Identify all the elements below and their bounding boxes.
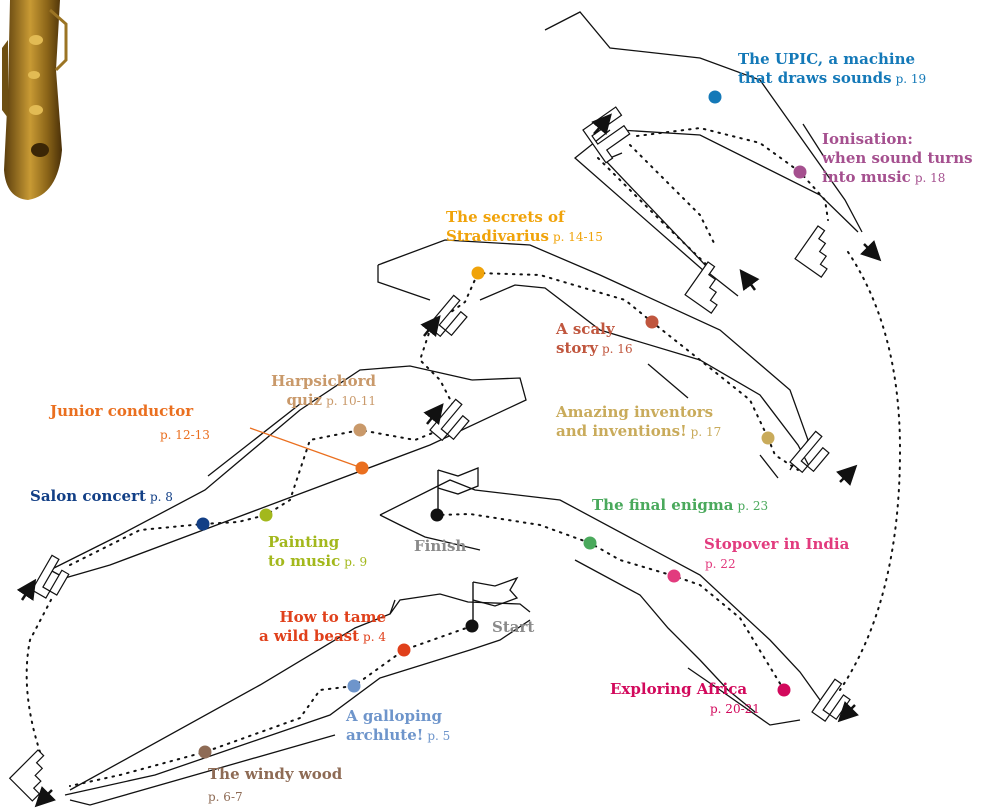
marker-painting [259, 508, 273, 522]
marker-junior [355, 461, 369, 475]
label-ionisation-title3: into music [822, 168, 911, 186]
marker-upic [708, 90, 722, 104]
marker-finish [430, 508, 444, 522]
label-africa-page: p. 20-21 [710, 702, 760, 716]
label-final-page: p. 23 [737, 499, 769, 513]
marker-ionisation [793, 165, 807, 179]
visitor-route [25, 126, 902, 787]
label-junior-title1: Junior conductor [50, 402, 194, 420]
label-scaly-title2: story [556, 339, 598, 357]
label-start: Start [492, 618, 534, 637]
label-painting-title1: Painting [268, 533, 340, 551]
label-india-title1: Stopover in India [704, 535, 850, 553]
label-upic-title2: that draws sounds [738, 69, 892, 87]
stop-markers [196, 90, 807, 759]
label-finish: Finish [414, 537, 466, 556]
marker-scaly [645, 315, 659, 329]
label-inventors-title2: and inventions! [556, 422, 687, 440]
marker-harpsichord [353, 423, 367, 437]
label-junior: Junior conductor [50, 402, 193, 421]
label-stradivarius-page: p. 14-15 [552, 230, 603, 244]
marker-inventors [761, 431, 775, 445]
label-ionisation-title2: when sound turns [822, 149, 973, 167]
label-windy: The windy wood [208, 765, 342, 784]
label-windy-page: p. 6-7 [208, 790, 243, 804]
marker-salon [196, 517, 210, 531]
label-upic-title1: The UPIC, a machine [738, 50, 916, 68]
leader-lines [249, 123, 827, 469]
label-tame-title2: a wild beast [258, 627, 360, 645]
label-inventors: Amazing inventors and inventions!p. 17 [556, 403, 721, 442]
marker-windy [198, 745, 212, 759]
label-stradivarius-title1: The secrets of [446, 208, 565, 226]
label-windy-title1: The windy wood [208, 765, 343, 783]
label-salon-title1: Salon concert [30, 487, 146, 505]
direction-arrows [16, 113, 882, 808]
marker-galloping [347, 679, 361, 693]
label-tame-title1: How to tame [279, 608, 386, 626]
marker-stradivarius [471, 266, 485, 280]
label-finish-title1: Finish [414, 537, 467, 555]
marker-india [667, 569, 681, 583]
label-painting-page: p. 9 [344, 555, 368, 569]
label-galloping-page: p. 5 [427, 729, 451, 743]
label-galloping-title1: A galloping [346, 707, 443, 725]
marker-tame [397, 643, 411, 657]
label-scaly-title1: A scaly [556, 320, 615, 338]
label-africa-title1: Exploring Africa [610, 680, 748, 698]
label-inventors-title1: Amazing inventors [556, 403, 714, 421]
label-final-title1: The final enigma [592, 496, 734, 514]
label-ionisation-title1: Ionisation: [822, 130, 913, 148]
saxophone-icon [2, 0, 68, 200]
marker-final [583, 536, 597, 550]
label-harpsichord-page: p. 10-11 [326, 394, 376, 408]
marker-africa [777, 683, 791, 697]
label-scaly: A scaly story p. 16 [556, 320, 633, 359]
label-ionisation-page: p. 18 [914, 171, 946, 185]
label-harpsichord-title2: quiz [286, 391, 323, 409]
label-harpsichord-title1: Harpsichord [271, 372, 376, 390]
label-painting-title2: to music [268, 552, 341, 570]
label-galloping: A galloping archlute!p. 5 [346, 707, 450, 746]
label-junior-page: p. 12-13 [160, 428, 210, 442]
staircases [8, 106, 851, 802]
label-inventors-page: p. 17 [690, 425, 722, 439]
label-start-title1: Start [492, 618, 535, 636]
label-upic-page: p. 19 [895, 72, 927, 86]
label-salon-page: p. 8 [149, 490, 173, 504]
label-stradivarius-title2: Stradivarius [446, 227, 549, 245]
label-africa: Exploring Africa [610, 680, 747, 699]
label-india-page: p. 22 [705, 557, 736, 571]
label-tame-page: p. 4 [363, 630, 386, 644]
label-india: Stopover in India [704, 535, 849, 554]
marker-start [465, 619, 479, 633]
label-scaly-page: p. 16 [602, 342, 633, 356]
label-galloping-title2: archlute! [346, 726, 424, 744]
